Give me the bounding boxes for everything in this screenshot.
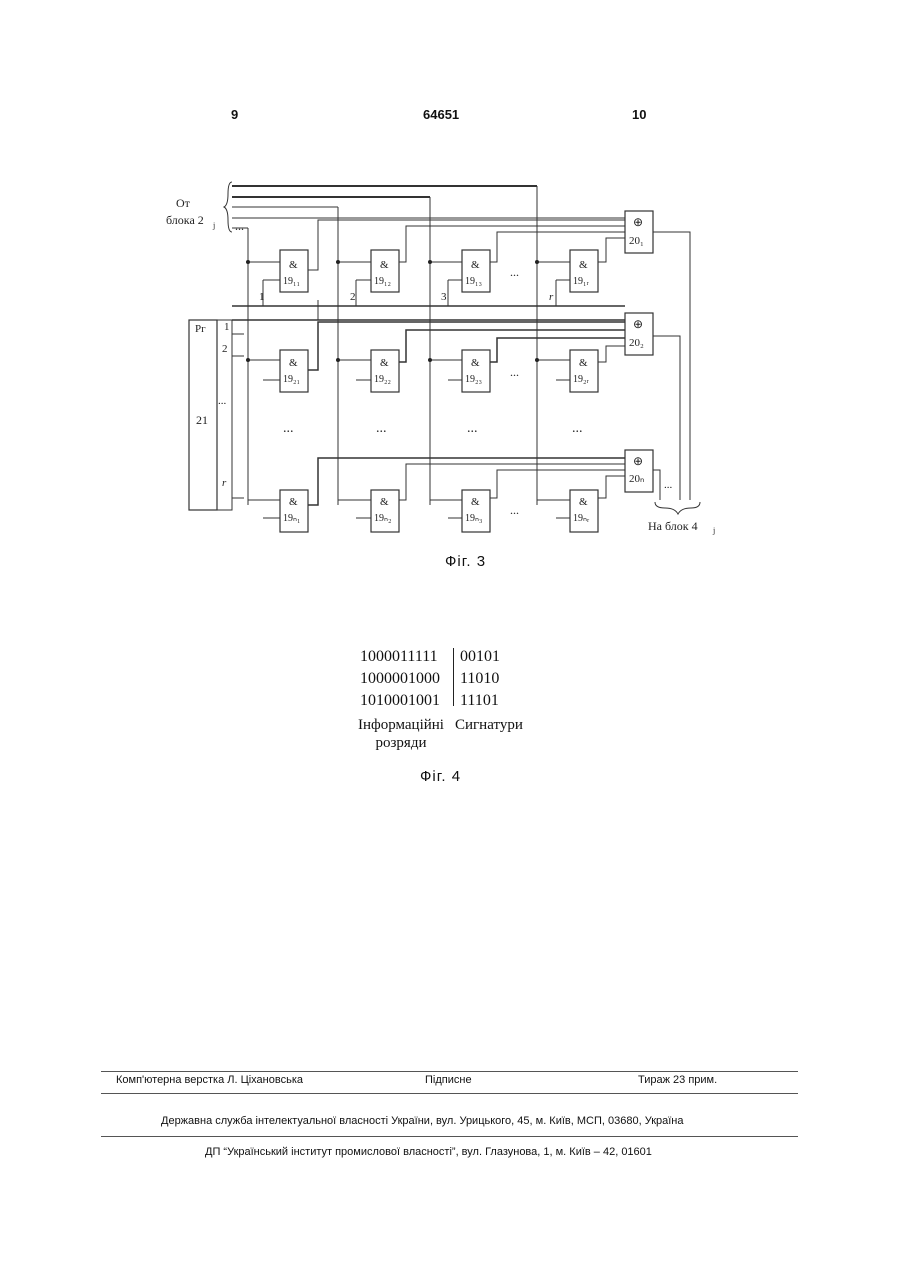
fig4-info-label-line1: Інформаційні [355,716,447,734]
input-label-line2: блока 2 [166,213,204,227]
gate-label: 19₁₂ [374,276,391,287]
xor-label: 20₂ [629,337,644,349]
gate-label: 19ₙ₂ [374,513,391,524]
fig3-circuit-diagram: От блока 2 j ... Рг 21 1 2 ... r 1 2 3 r… [0,0,901,600]
footer-typesetter: Комп'ютерна верстка Л. Ціхановська [116,1074,303,1086]
and-symbol: & [579,357,588,369]
gate-label: 19₂₂ [374,374,391,385]
fig4-info-label: Інформаційні розряди [355,716,447,752]
gate-label: 19ₙ₃ [465,513,482,524]
input-label-line1: От [176,196,191,210]
gate-label: 19₂ᵣ [573,374,589,385]
gate-label: 19₁ᵣ [573,276,589,287]
fig4-signature-label: Сигнатури [455,716,523,734]
gate-label: 19ₙ₁ [283,513,300,524]
gate-label: 19₂₁ [283,374,300,385]
column-ellipsis: ... [376,421,387,436]
and-symbol: & [471,357,480,369]
fig4-signature: 00101 [452,646,500,668]
register-output-1: 1 [224,321,230,333]
input-dots: ... [235,219,244,233]
and-symbol: & [579,259,588,271]
footer-rule-middle [101,1093,798,1094]
output-ellipsis: ... [664,479,673,491]
row1-number-2: 2 [350,291,356,303]
column-ellipsis: ... [572,421,583,436]
fig4-signature: 11101 [452,690,499,712]
fig4-info-bits: 1010001001 [360,690,452,712]
gate-label: 19₂₃ [465,374,482,385]
xor-label: 20₁ [629,235,644,247]
gate-label: 19ₙᵣ [573,513,590,524]
fig4-table: 1000011111 00101 1000001000 11010 101000… [360,646,500,712]
row1-number-3: 3 [441,291,447,303]
fig4-caption: Фіг. 4 [420,768,461,785]
and-symbol: & [289,496,298,508]
register-output-dots: ... [218,395,227,407]
fig4-info-bits: 1000001000 [360,668,452,690]
gate-label: 19₁₃ [465,276,482,287]
xor-symbol: ⊕ [633,215,643,229]
row1-ellipsis: ... [510,265,519,279]
xor-symbol: ⊕ [633,454,643,468]
and-symbol: & [289,259,298,271]
and-symbol: & [471,259,480,271]
row1-number-r: r [549,291,554,303]
and-symbol: & [579,496,588,508]
output-label-sub: j [712,526,715,535]
xor-label: 20ₙ [629,473,644,485]
footer-rule-top [101,1071,798,1072]
and-symbol: & [380,357,389,369]
rown-ellipsis: ... [510,503,519,517]
and-symbol: & [380,496,389,508]
gate-label: 19₁₁ [283,276,300,287]
and-symbol: & [289,357,298,369]
footer-subscription: Підписне [425,1074,472,1086]
row1-number-1: 1 [259,291,265,303]
footer-agency: Державна служба інтелектуальної власност… [161,1115,684,1127]
and-symbol: & [380,259,389,271]
footer-circulation: Тираж 23 прим. [638,1074,717,1086]
register-number: 21 [196,413,208,427]
fig4-info-label-line2: розряди [355,734,447,752]
register-output-2: 2 [222,343,228,355]
input-label-sub: j [212,221,215,230]
fig4-info-bits: 1000011111 [360,646,452,668]
column-ellipsis: ... [283,421,294,436]
register-label: Рг [195,323,206,335]
and-symbol: & [471,496,480,508]
fig4-separator [453,648,454,706]
fig4-row: 1010001001 11101 [360,690,500,712]
fig4-signature: 11010 [452,668,499,690]
fig4-row: 1000001000 11010 [360,668,500,690]
footer-rule-bottom [101,1136,798,1137]
xor-symbol: ⊕ [633,317,643,331]
row2-ellipsis: ... [510,365,519,379]
fig3-caption: Фіг. 3 [445,553,486,570]
register-output-r: r [222,477,227,489]
footer-institute: ДП “Український інститут промислової вла… [205,1146,652,1158]
output-label: На блок 4 [648,519,698,533]
column-ellipsis: ... [467,421,478,436]
fig4-row: 1000011111 00101 [360,646,500,668]
